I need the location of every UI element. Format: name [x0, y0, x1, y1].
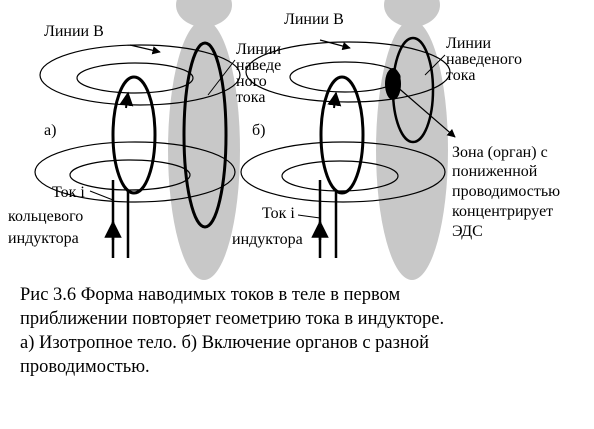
- caption-line-4: проводимостью.: [20, 357, 150, 377]
- inductor-loop-a: [111, 75, 157, 195]
- label-induced-a-1: Линии: [236, 41, 282, 58]
- organ-zone: [385, 68, 401, 100]
- field-lines-b-upper-a: [39, 44, 241, 106]
- field-line-outer: [34, 141, 236, 203]
- inductor-leads-b: [318, 180, 338, 258]
- label-panel-b: б): [252, 122, 265, 139]
- field-line-inner: [281, 160, 399, 192]
- label-induced-b-3: тока: [446, 67, 475, 84]
- figure-caption: Рис 3.6 Форма наводимых токов в теле в п…: [20, 283, 580, 379]
- label-current-a-2: кольцевого: [8, 208, 83, 225]
- label-zone-4: концентрирует: [452, 203, 553, 220]
- caption-line-1: Рис 3.6 Форма наводимых токов в теле в п…: [20, 285, 401, 305]
- field-arrow-a: [129, 44, 161, 55]
- label-zone-2: пониженной: [452, 163, 538, 180]
- field-line-inner: [76, 62, 194, 94]
- field-lines-b-lower-a: [34, 141, 236, 203]
- label-current-a-1: Ток i: [52, 184, 85, 201]
- pointer-current-a: [89, 190, 114, 201]
- body-head-b: [384, 0, 440, 27]
- loop-arrow-b: [327, 91, 342, 109]
- label-zone-1: Зона (орган) с: [452, 144, 548, 161]
- label-zone-5: ЭДС: [452, 223, 483, 240]
- label-lines-b-b: Линии B: [284, 11, 344, 28]
- field-line-outer: [39, 44, 241, 106]
- field-arrow-b: [319, 39, 351, 51]
- label-induced-a-2: наведе: [236, 57, 281, 74]
- field-lines-b-lower-b: [240, 141, 446, 203]
- field-line-outer: [240, 141, 446, 203]
- pointer-induced-b: [424, 54, 446, 76]
- label-zone-3: проводимостью: [452, 183, 560, 200]
- inductor-leads-a: [111, 180, 130, 258]
- caption-line-2: приближении повторяет геометрию тока в и…: [20, 309, 445, 329]
- label-panel-a: а): [44, 122, 56, 139]
- label-current-a-3: индуктора: [8, 230, 79, 247]
- label-lines-b-a: Линии B: [44, 23, 104, 40]
- body-silhouette-b: [376, 0, 448, 280]
- pointer-current-b: [297, 214, 321, 219]
- label-induced-b-2: наведеного: [446, 51, 522, 68]
- label-induced-b-1: Линии: [446, 35, 492, 52]
- panel-a: Линии B а) Линии наведе ного тока Ток i …: [8, 0, 282, 280]
- pointer-induced-a: [207, 59, 236, 96]
- field-line-inner: [69, 159, 191, 191]
- pointer-zone: [394, 84, 456, 138]
- panel-b: Линии B б) Линии наведеного тока Ток i и…: [232, 0, 560, 280]
- caption-line-3: а) Изотропное тело. б) Включение органов…: [20, 333, 430, 353]
- label-induced-a-4: тока: [236, 89, 265, 106]
- loop-arrow-a: [119, 91, 134, 109]
- body-head-a: [176, 0, 232, 27]
- induced-current-loop-a: [182, 41, 228, 229]
- inductor-loop-b: [319, 75, 365, 195]
- label-current-b-2: индуктора: [232, 231, 303, 248]
- label-current-b-1: Ток i: [262, 205, 295, 222]
